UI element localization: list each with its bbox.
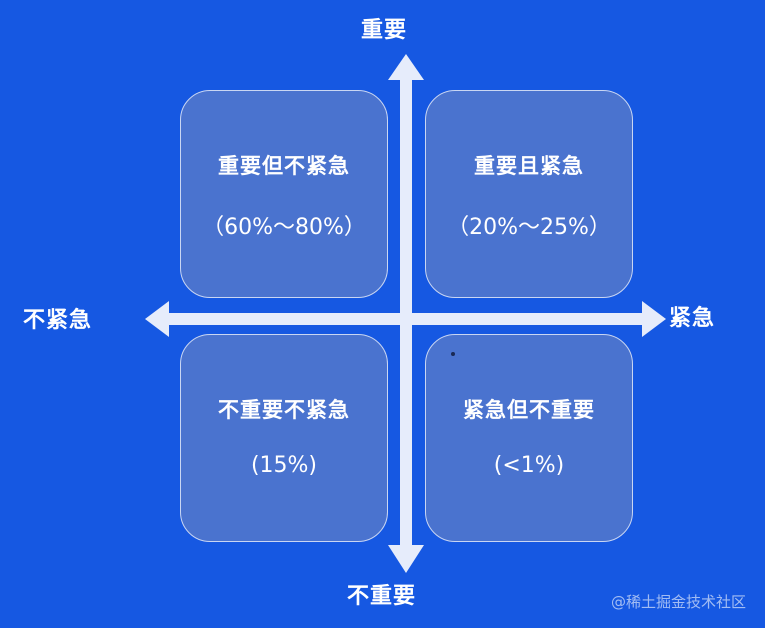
quadrant-title: 重要且紧急 bbox=[474, 154, 584, 178]
watermark: @稀土掘金技术社区 bbox=[610, 593, 746, 611]
quadrant-percent: (<1%) bbox=[493, 453, 565, 478]
quadrant-percent: （20%～25%） bbox=[447, 215, 611, 240]
quadrant-title: 重要但不紧急 bbox=[218, 154, 350, 178]
cursor-dot bbox=[451, 352, 455, 356]
quadrant-title: 紧急但不重要 bbox=[463, 398, 595, 422]
quadrant-not-important-not-urgent: 不重要不紧急 (15%) bbox=[180, 334, 388, 542]
arrow-down-icon bbox=[388, 545, 424, 573]
axis-label-not-important: 不重要 bbox=[347, 584, 417, 609]
arrow-up-icon bbox=[388, 54, 424, 80]
arrow-right-icon bbox=[642, 301, 666, 337]
axis-label-important: 重要 bbox=[361, 18, 408, 43]
quadrant-urgent-not-important: 紧急但不重要 (<1%) bbox=[425, 334, 633, 542]
horizontal-axis-line bbox=[165, 313, 645, 325]
axis-label-urgent: 紧急 bbox=[669, 306, 716, 331]
quadrant-important-urgent: 重要且紧急 （20%～25%） bbox=[425, 90, 633, 298]
arrow-left-icon bbox=[145, 301, 169, 337]
quadrant-percent: (15%) bbox=[250, 453, 318, 478]
quadrant-percent: （60%～80%） bbox=[202, 215, 366, 240]
quadrant-important-not-urgent: 重要但不紧急 （60%～80%） bbox=[180, 90, 388, 298]
quadrant-title: 不重要不紧急 bbox=[218, 398, 350, 422]
axis-label-not-urgent: 不紧急 bbox=[23, 308, 93, 333]
